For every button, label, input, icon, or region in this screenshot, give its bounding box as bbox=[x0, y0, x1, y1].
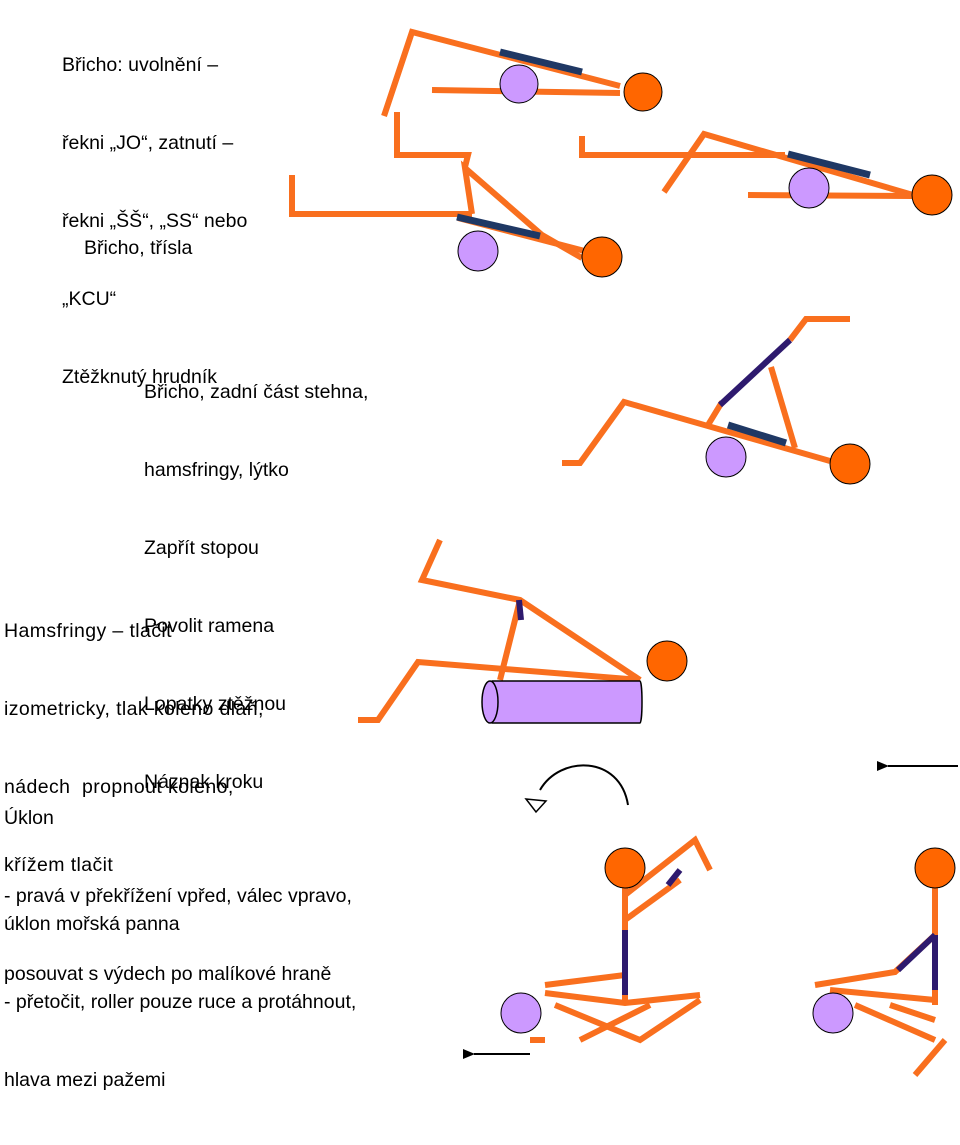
caption-line: řekni „ŠŠ“, „SS“ nebo bbox=[62, 210, 248, 232]
caption-line: posouvat s výdech po malíkové hraně bbox=[4, 963, 332, 985]
caption-abdomen-relax: Břicho: uvolnění – řekni „JO“, zatnutí –… bbox=[62, 0, 247, 442]
limb bbox=[768, 366, 798, 449]
caption-line: - přetočit, roller pouze ruce a protáhno… bbox=[4, 991, 357, 1013]
limb bbox=[553, 997, 702, 1044]
band bbox=[726, 421, 788, 447]
head bbox=[911, 174, 953, 216]
caption-line: Náznak kroku bbox=[144, 771, 264, 793]
caption-hamstrings: Hamsfringy – tlačit izometricky, tlak ko… bbox=[4, 566, 264, 930]
caption-line: Zapřít stopou bbox=[144, 537, 259, 559]
figure-hamstring bbox=[358, 538, 688, 724]
limb bbox=[623, 877, 682, 923]
limb bbox=[912, 1038, 948, 1077]
caption-side-bend: Úklon - pravá v překřížení vpřed, válec … bbox=[4, 753, 352, 1039]
caption-line: řekni „JO“, zatnutí – bbox=[62, 132, 234, 154]
caption-line: Ztěžknutý hrudník bbox=[62, 366, 217, 388]
figure-drawings bbox=[289, 28, 958, 1077]
foam-roller bbox=[489, 680, 643, 724]
exercise-sheet: Břicho: uvolnění – řekni „JO“, zatnutí –… bbox=[4, 0, 958, 1091]
caption-line: nádech propnout koleno, bbox=[4, 776, 234, 798]
limb bbox=[661, 130, 914, 198]
caption-line: izometricky, tlak koleno dlaň, bbox=[4, 698, 264, 720]
figure-prone-2 bbox=[289, 112, 623, 278]
caption-line: Břicho, zadní část stehna, bbox=[144, 381, 369, 403]
figure-step bbox=[562, 316, 871, 485]
figure-side-bend bbox=[500, 835, 713, 1044]
limb bbox=[544, 990, 701, 1007]
head bbox=[604, 847, 646, 889]
limb bbox=[814, 932, 938, 988]
head bbox=[581, 236, 623, 278]
caption-line: Úklon bbox=[4, 807, 54, 829]
limb bbox=[358, 658, 641, 723]
limb bbox=[747, 192, 913, 199]
caption-line: - pravá v překřížení vpřed, válec vpravo… bbox=[4, 885, 352, 907]
foam-roller-end bbox=[457, 230, 499, 272]
limb bbox=[829, 987, 936, 1003]
limb bbox=[787, 316, 850, 342]
caption-line: křížem tlačit bbox=[4, 854, 114, 876]
band bbox=[499, 48, 583, 76]
caption-line: Hamsfringy – tlačit bbox=[4, 620, 172, 642]
head bbox=[829, 443, 871, 485]
figure-mermaid bbox=[812, 847, 956, 1077]
foam-roller-end bbox=[500, 992, 542, 1034]
head bbox=[646, 640, 688, 682]
limb bbox=[853, 1002, 937, 1043]
curved-arrow-head-icon bbox=[524, 798, 548, 814]
caption-line: hamsfringy, lýtko bbox=[144, 459, 289, 481]
figure-prone-3 bbox=[579, 130, 953, 216]
limb bbox=[705, 400, 725, 427]
foam-roller-end bbox=[812, 992, 854, 1034]
caption-line: Lopatky ztěžnou bbox=[144, 693, 287, 715]
limb bbox=[289, 175, 472, 217]
band bbox=[717, 337, 793, 408]
limb bbox=[544, 972, 626, 988]
caption-line: Povolit ramena bbox=[144, 615, 275, 637]
limb bbox=[394, 112, 472, 168]
foam-roller-end bbox=[788, 167, 830, 209]
limb bbox=[562, 398, 831, 466]
limb bbox=[889, 1002, 936, 1023]
limb bbox=[579, 136, 785, 158]
caption-abdomen-thigh: Břicho, zadní část stehna, hamsfringy, l… bbox=[144, 327, 368, 847]
caption-line: Břicho: uvolnění – bbox=[62, 54, 219, 76]
caption-line: úklon mořská panna bbox=[4, 913, 180, 935]
head bbox=[914, 847, 956, 889]
foam-roller-end bbox=[499, 64, 539, 104]
curved-rotation-arrow-icon bbox=[539, 764, 629, 806]
band bbox=[665, 868, 683, 887]
band bbox=[895, 932, 938, 973]
caption-line: „KCU“ bbox=[62, 288, 117, 310]
foam-roller-end bbox=[705, 436, 747, 478]
limb bbox=[578, 1002, 652, 1043]
caption-abdomen-groin: Břicho, třísla bbox=[84, 183, 192, 313]
band bbox=[456, 213, 541, 240]
caption-line: Břicho, třísla bbox=[84, 237, 193, 259]
band bbox=[787, 150, 871, 179]
band bbox=[516, 599, 524, 621]
limb bbox=[623, 835, 713, 898]
limb bbox=[417, 538, 642, 683]
figure-prone-1 bbox=[381, 28, 663, 117]
limb bbox=[381, 28, 621, 117]
head bbox=[623, 72, 663, 112]
foam-roller-end bbox=[481, 680, 499, 724]
